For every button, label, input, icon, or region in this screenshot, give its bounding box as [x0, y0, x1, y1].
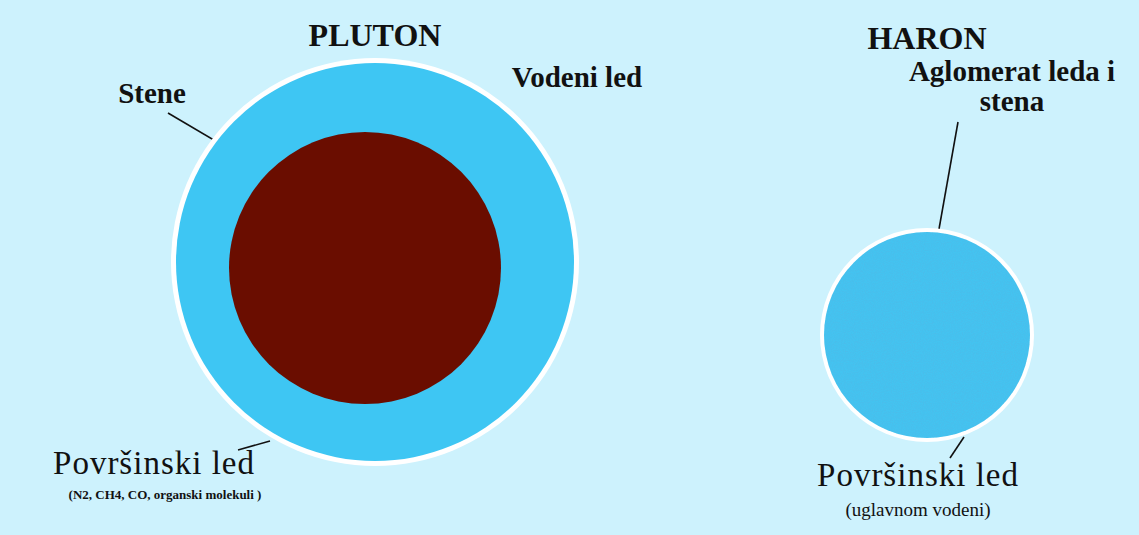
composition-note: (uglavnom vodeni) — [845, 499, 990, 520]
part-label-wrap: Stene — [87, 78, 217, 108]
body-title-wrap: PLUTON — [70, 17, 680, 53]
body-title: PLUTON — [309, 17, 442, 53]
body-title: HARON — [867, 20, 986, 56]
circle-outline — [170, 57, 580, 467]
charon-circle: HARON — [819, 227, 1035, 443]
part-label-wrap: Vodeni led — [510, 62, 645, 92]
part-label: Stene — [118, 77, 186, 109]
leader-line — [936, 122, 958, 246]
composition-note: (N2, CH4, CO, organski molekuli ) — [69, 487, 262, 502]
pluto-circle: PLUTON — [170, 57, 580, 467]
part-label-wrap: Aglomerat leda i stena — [900, 56, 1125, 117]
part-label: Vodeni led — [512, 61, 642, 93]
part-label-wrap: Površinski led — [763, 458, 1073, 493]
composition-note-wrap: (uglavnom vodeni) — [808, 500, 1028, 520]
part-label-wrap: Površinski led — [4, 446, 304, 481]
leader-line — [950, 437, 964, 458]
composition-note-wrap: (N2, CH4, CO, organski molekuli ) — [5, 488, 325, 502]
part-label: Površinski led — [53, 445, 255, 481]
part-label: Aglomerat leda i stena — [909, 55, 1115, 117]
part-label: Površinski led — [817, 457, 1019, 493]
body-title-wrap: HARON — [719, 20, 1135, 56]
circle-outline — [819, 227, 1035, 443]
